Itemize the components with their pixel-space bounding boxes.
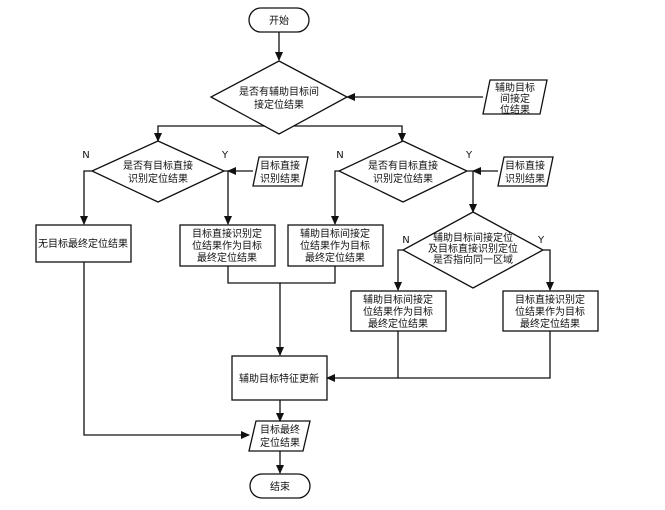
decision-same-area-line-3: 是否指向同一区域 (433, 253, 513, 266)
process-aux-final-2-shape (350, 290, 447, 332)
decision-right: 是否有目标直接 识别定位结果 (337, 140, 469, 203)
input-aux-result: 辅助目标 间接定 位结果 (482, 79, 548, 116)
end-terminal (249, 473, 311, 499)
input-aux-line-3: 位结果 (500, 103, 530, 116)
process-aux-final-2-line-2: 位结果作为目标 (363, 305, 433, 318)
process-direct-final-2-line-1: 目标直接识别定 (515, 293, 585, 306)
input-direct-right: 目标直接 识别结果 (497, 156, 554, 187)
input-direct-left-line-2: 识别结果 (260, 172, 300, 185)
edge-left-yes (224, 170, 232, 225)
end-label: 结束 (270, 480, 290, 493)
process-none: 无目标最终定位结果 (35, 224, 132, 263)
decision-main-line-1: 是否有辅助目标间 (239, 85, 319, 98)
decision-left: 是否有目标直接 识别定位结果 (90, 140, 226, 203)
decision-left-shape (90, 140, 226, 203)
decision-same-area-shape (401, 211, 545, 289)
input-direct-left-line-1: 目标直接 (260, 159, 300, 172)
process-direct-final-line-1: 目标直接识别定 (192, 227, 262, 240)
process-direct-final-line-2: 位结果作为目标 (192, 239, 262, 252)
process-update-shape (231, 355, 328, 401)
process-aux-final-line-3: 最终定位结果 (305, 251, 365, 264)
edge-samearea-left-stub (397, 249, 403, 252)
input-direct-left: 目标直接 识别结果 (252, 156, 309, 187)
decision-left-line-2: 识别定位结果 (128, 172, 188, 185)
edge-main-to-right (279, 125, 406, 142)
process-direct-final-line-3: 最终定位结果 (197, 251, 257, 264)
edge-direct-to-update (227, 266, 284, 356)
start-node: 开始 (248, 7, 310, 33)
process-none-label: 无目标最终定位结果 (38, 237, 128, 250)
label-right-no: N (336, 150, 343, 161)
edge-left-no (80, 170, 92, 225)
branch-labels: N Y N Y N Y (82, 150, 545, 246)
process-direct-final-2-line-3: 最终定位结果 (520, 317, 580, 330)
process-aux-final-2-line-1: 辅助目标间接定 (363, 293, 433, 306)
start-label: 开始 (269, 14, 289, 27)
decision-same-area-line-2: 及目标直接识别定位 (428, 242, 518, 255)
decision-same-area-line-1: 辅助目标间接定位 (433, 231, 513, 244)
input-direct-right-line-1: 目标直接 (505, 159, 545, 172)
input-direct-right-line-2: 识别结果 (505, 172, 545, 185)
output-final-shape (248, 420, 311, 452)
output-final: 目标最终 定位结果 (248, 420, 311, 452)
label-left-yes: Y (221, 150, 229, 161)
input-direct-right-shape (497, 156, 554, 187)
output-final-line-2: 定位结果 (260, 436, 300, 449)
decision-main-shape (209, 60, 349, 135)
edge-aux-to-update (280, 266, 336, 284)
decision-left-line-1: 是否有目标直接 (123, 159, 193, 172)
input-aux-result-shape (482, 79, 548, 115)
input-direct-left-shape (252, 156, 309, 187)
input-aux-line-2: 间接定 (500, 92, 530, 105)
decision-right-line-2: 识别定位结果 (373, 172, 433, 185)
process-direct-final: 目标直接识别定 位结果作为目标 最终定位结果 (179, 224, 276, 267)
input-aux-line-1: 辅助目标 (495, 81, 535, 94)
edge-none-to-output (83, 262, 250, 439)
output-final-line-1: 目标最终 (260, 423, 300, 436)
process-aux-final-2-line-3: 最终定位结果 (368, 317, 428, 330)
process-direct-final-2-line-2: 位结果作为目标 (515, 305, 585, 318)
process-aux-final-line-2: 位结果作为目标 (300, 239, 370, 252)
decision-same-area: 辅助目标间接定位 及目标直接识别定位 是否指向同一区域 (401, 211, 545, 289)
decision-main-line-2: 接定位结果 (254, 98, 304, 111)
process-aux-final-line-1: 辅助目标间接定 (300, 227, 370, 240)
edge-right-yes (467, 170, 477, 213)
process-aux-final-shape (287, 224, 384, 267)
connectors (80, 32, 554, 474)
process-none-shape (35, 224, 132, 263)
edge-samearea-right-stub (543, 249, 551, 252)
label-samearea-no: N (402, 235, 409, 246)
edge-direct2-to-update (398, 331, 551, 379)
process-direct-final-2: 目标直接识别定 位结果作为目标 最终定位结果 (502, 290, 599, 332)
process-direct-final-shape (179, 224, 276, 267)
label-left-no: N (82, 150, 89, 161)
label-right-yes: Y (465, 150, 473, 161)
edge-aux2-to-update (326, 331, 399, 382)
decision-right-line-1: 是否有目标直接 (368, 159, 438, 172)
start-terminal (248, 7, 310, 33)
process-update-label: 辅助目标特征更新 (239, 372, 319, 385)
edge-right-no (331, 170, 339, 225)
process-direct-final-2-shape (502, 290, 599, 332)
decision-right-shape (337, 140, 469, 203)
process-update: 辅助目标特征更新 (231, 355, 328, 401)
end-node: 结束 (249, 473, 311, 499)
process-aux-final-2: 辅助目标间接定 位结果作为目标 最终定位结果 (350, 290, 447, 332)
decision-main: 是否有辅助目标间 接定位结果 (209, 60, 349, 135)
process-aux-final: 辅助目标间接定 位结果作为目标 最终定位结果 (287, 224, 384, 267)
label-samearea-yes: Y (537, 235, 545, 246)
